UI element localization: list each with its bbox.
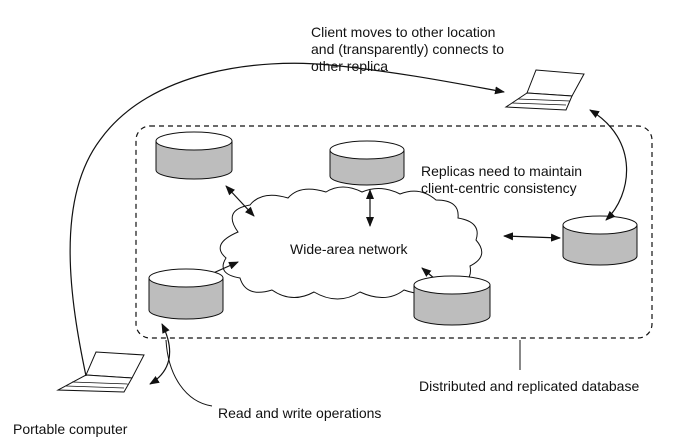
portable-computer-label: Portable computer xyxy=(13,421,128,437)
database-icon xyxy=(155,131,233,180)
laptop-icon xyxy=(56,351,145,393)
read-write-curve xyxy=(149,323,171,385)
database-icon xyxy=(562,215,638,266)
network-label: Wide-area network xyxy=(290,241,408,257)
read-write-leader-line xyxy=(165,339,213,407)
cloud-icon xyxy=(219,186,483,300)
replicas-consistency-label: Replicas need to maintain client-centric… xyxy=(421,163,583,196)
database-icon xyxy=(413,275,491,326)
operations-label: Read and write operations xyxy=(218,405,382,421)
client-move-curve xyxy=(69,62,505,377)
laptop-icon xyxy=(504,69,585,111)
client-moves-label: Client moves to other location and (tran… xyxy=(311,24,504,74)
database-icon xyxy=(148,268,224,320)
database-icon xyxy=(329,140,405,186)
laptop-replica-curve xyxy=(589,109,628,221)
database-boundary xyxy=(135,125,653,339)
arrow-replica-right-network xyxy=(503,232,561,242)
arrow-replica-topleft-network xyxy=(225,185,255,217)
database-label: Distributed and replicated database xyxy=(419,378,640,394)
